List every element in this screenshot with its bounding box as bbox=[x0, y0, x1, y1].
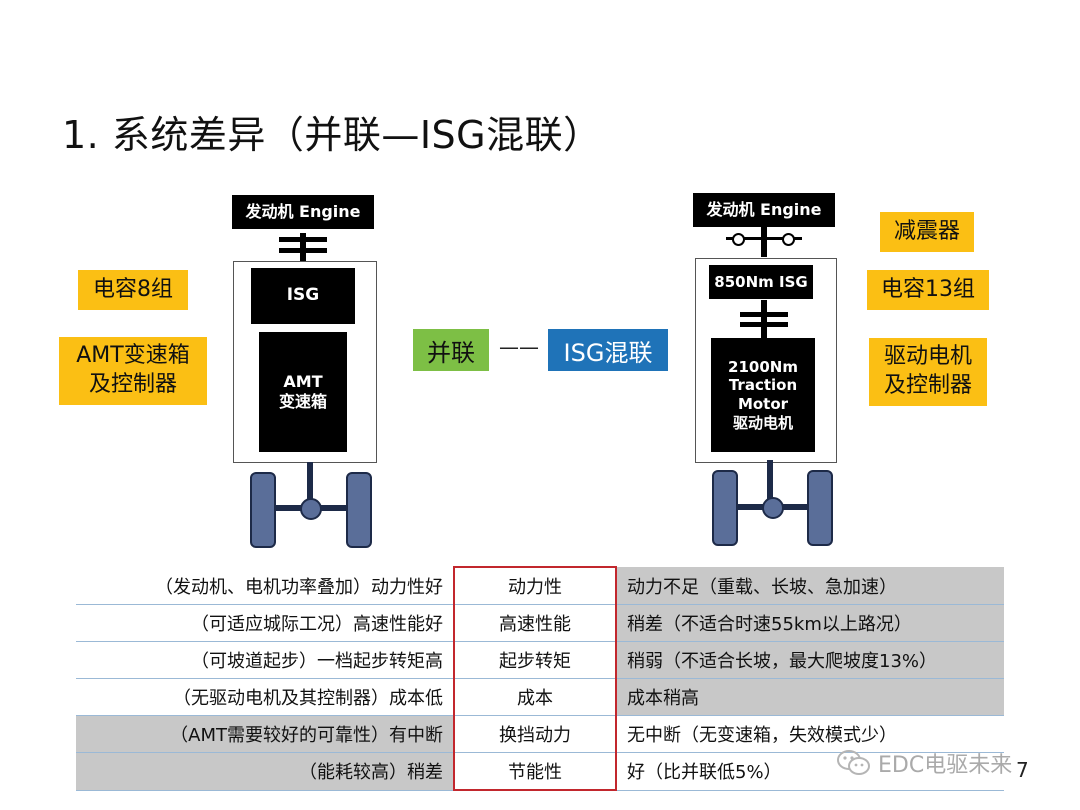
right-isg-block: 850Nm ISG bbox=[709, 265, 813, 299]
right-damper-label: 减震器 bbox=[880, 212, 974, 252]
left-amt-line1: AMT bbox=[283, 372, 323, 391]
isg-hybrid-label: ISG混联 bbox=[548, 329, 668, 371]
table-row: （AMT需要较好的可靠性）有中断 换挡动力 无中断（无变速箱，失效模式少） bbox=[76, 715, 1004, 753]
left-capacitor-label: 电容8组 bbox=[78, 270, 188, 310]
left-amt-block: AMT 变速箱 bbox=[259, 332, 347, 452]
table-cell-parallel: （可坡道起步）一档起步转矩高 bbox=[76, 641, 454, 679]
table-cell-aspect: 换挡动力 bbox=[453, 715, 617, 753]
table-row: （可适应城际工况）高速性能好 高速性能 稍差（不适合时速55km以上路况） bbox=[76, 604, 1004, 642]
table-cell-parallel: （能耗较高）稍差 bbox=[76, 752, 454, 791]
right-wheel-right bbox=[807, 470, 833, 546]
right-motor-label-line1: 驱动电机 bbox=[883, 344, 972, 370]
comparison-table: （发动机、电机功率叠加）动力性好 动力性 动力不足（重载、长坡、急加速） （可适… bbox=[76, 566, 1004, 791]
table-cell-isg-hybrid: 动力不足（重载、长坡、急加速） bbox=[616, 567, 1004, 605]
right-motor-line3: Motor bbox=[737, 395, 789, 413]
table-cell-aspect: 动力性 bbox=[453, 566, 617, 605]
right-damper bbox=[722, 227, 806, 257]
table-cell-isg-hybrid: 稍弱（不适合长坡，最大爬坡度13%） bbox=[616, 641, 1004, 679]
table-cell-parallel: （发动机、电机功率叠加）动力性好 bbox=[76, 567, 454, 605]
right-capacitor-label: 电容13组 bbox=[867, 270, 989, 310]
table-cell-aspect: 高速性能 bbox=[453, 604, 617, 642]
left-amt-label-line2: 及控制器 bbox=[88, 372, 177, 397]
right-motor-block: 2100Nm Traction Motor 驱动电机 bbox=[711, 338, 815, 452]
right-shaft bbox=[767, 460, 773, 500]
table-cell-parallel: （AMT需要较好的可靠性）有中断 bbox=[76, 715, 454, 753]
right-motor-label: 驱动电机 及控制器 bbox=[869, 338, 987, 406]
left-amt-label: AMT变速箱 及控制器 bbox=[59, 337, 207, 405]
page-title: 1. 系统差异（并联—ISG混联） bbox=[62, 113, 602, 157]
parallel-label: 并联 bbox=[413, 329, 489, 371]
center-dash: —— bbox=[499, 335, 539, 359]
left-differential bbox=[300, 498, 322, 520]
table-cell-aspect: 节能性 bbox=[453, 752, 617, 791]
right-motor-label-line2: 及控制器 bbox=[883, 373, 972, 398]
right-motor-line4: 驱动电机 bbox=[732, 413, 793, 432]
page-number: 7 bbox=[1016, 758, 1029, 782]
table-row: （可坡道起步）一档起步转矩高 起步转矩 稍弱（不适合长坡，最大爬坡度13%） bbox=[76, 641, 1004, 679]
left-wheel-left bbox=[250, 472, 276, 548]
table-cell-aspect: 起步转矩 bbox=[453, 641, 617, 679]
watermark: EDC电驱未来 bbox=[836, 748, 1012, 778]
left-engine-block: 发动机 Engine bbox=[232, 195, 374, 229]
watermark-text: EDC电驱未来 bbox=[878, 753, 1013, 778]
wechat-icon bbox=[837, 750, 870, 775]
left-amt-line2: 变速箱 bbox=[278, 392, 327, 411]
left-wheel-right bbox=[346, 472, 372, 548]
table-cell-isg-hybrid: 无中断（无变速箱，失效模式少） bbox=[616, 715, 1004, 753]
right-wheel-left bbox=[712, 470, 738, 546]
table-cell-isg-hybrid: 稍差（不适合时速55km以上路况） bbox=[616, 604, 1004, 642]
table-row: （发动机、电机功率叠加）动力性好 动力性 动力不足（重载、长坡、急加速） bbox=[76, 566, 1004, 605]
right-coupling bbox=[740, 300, 788, 338]
table-row: （能耗较高）稍差 节能性 好（比并联低5%） bbox=[76, 752, 1004, 791]
left-isg-block: ISG bbox=[251, 268, 355, 324]
right-motor-line1: 2100Nm bbox=[728, 357, 798, 376]
table-cell-aspect: 成本 bbox=[453, 678, 617, 716]
right-engine-block: 发动机 Engine bbox=[693, 193, 835, 227]
left-coupling bbox=[279, 233, 327, 263]
left-shaft bbox=[307, 462, 313, 500]
right-motor-line2: Traction bbox=[728, 376, 798, 395]
table-row: （无驱动电机及其控制器）成本低 成本 成本稍高 bbox=[76, 678, 1004, 716]
table-cell-parallel: （可适应城际工况）高速性能好 bbox=[76, 604, 454, 642]
table-cell-isg-hybrid: 成本稍高 bbox=[616, 678, 1004, 716]
table-cell-parallel: （无驱动电机及其控制器）成本低 bbox=[76, 678, 454, 716]
right-differential bbox=[762, 497, 784, 519]
table-cell-isg-hybrid: 好（比并联低5%） bbox=[616, 752, 1004, 791]
left-amt-label-line1: AMT变速箱 bbox=[76, 343, 190, 369]
